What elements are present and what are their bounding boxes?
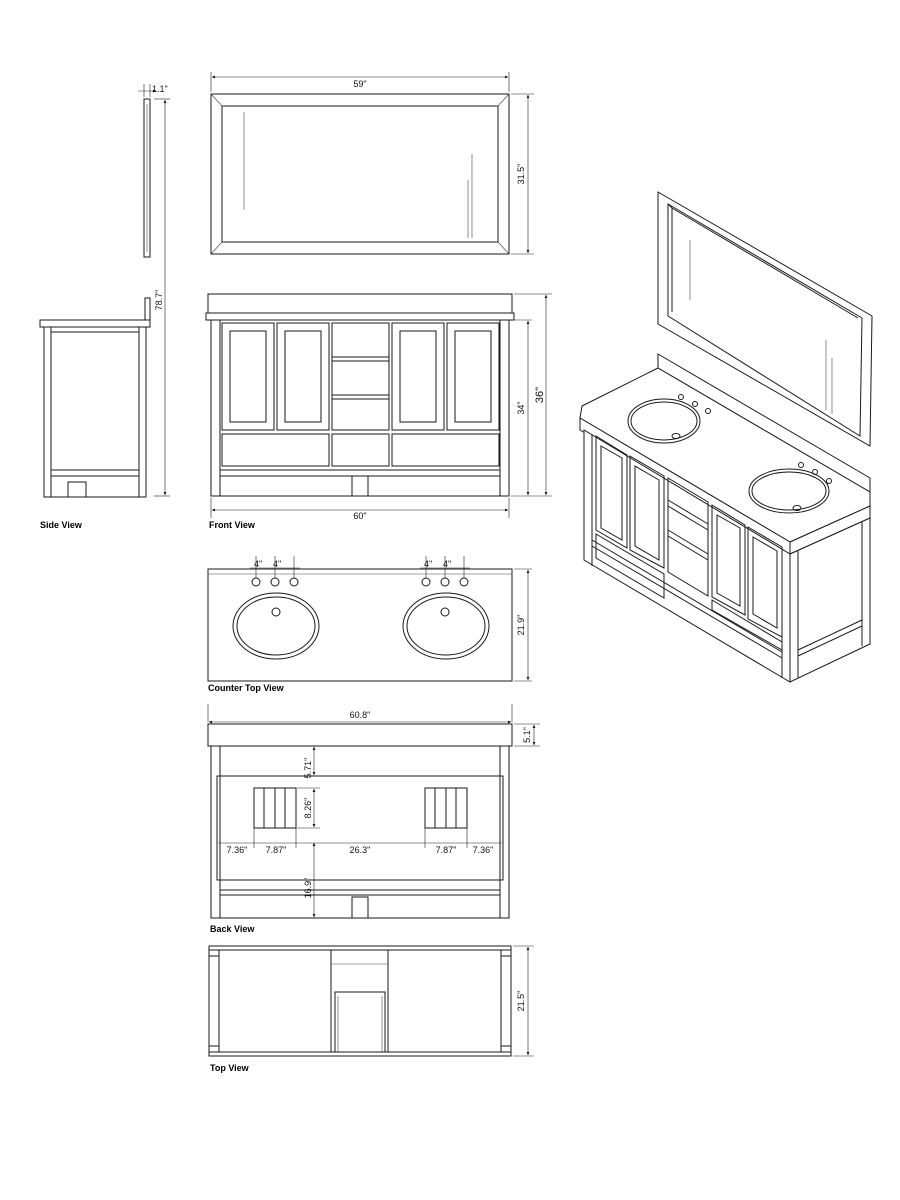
vanity-width-label: 60" — [353, 511, 366, 521]
cabinet-depth-label: 21.5" — [516, 991, 526, 1012]
front-view-label: Front View — [209, 520, 256, 530]
back-opening-left-label: 7.87" — [266, 845, 287, 855]
mirror-height-label: 31.5" — [516, 164, 526, 185]
top-view-label: Top View — [210, 1063, 250, 1073]
mirror-front-view: 59" 31.5" — [210, 72, 534, 255]
total-height-label: 78.7" — [154, 290, 164, 311]
faucet-spacing-1: 4" — [254, 559, 262, 569]
mirror-width-label: 59" — [353, 79, 366, 89]
back-side-left-label: 7.36" — [227, 845, 248, 855]
side-view-label: Side View — [40, 520, 83, 530]
vanity-isometric-view — [579, 191, 873, 683]
vanity-back-view: 60.8" 5.1" 5.71" 8.26" 16.9" 7.36" 7.87"… — [207, 704, 540, 919]
vanity-top-view: 21.5" — [208, 945, 534, 1057]
back-bottom-offset-label: 16.9" — [303, 878, 313, 899]
mirror-side-view: 1.1" 78.7" — [138, 84, 170, 497]
counter-top-view: 4" 4" 4" 4" 21.9" — [207, 556, 532, 682]
faucet-spacing-4: 4" — [443, 559, 451, 569]
back-opening-height-label: 8.26" — [303, 798, 313, 819]
faucet-spacing-2: 4" — [273, 559, 281, 569]
mirror-depth-label: 1.1" — [152, 84, 168, 94]
splash-height-label: 5.1" — [522, 727, 532, 743]
back-side-right-label: 7.36" — [473, 845, 494, 855]
faucet-spacing-3: 4" — [424, 559, 432, 569]
back-opening-right-label: 7.87" — [436, 845, 457, 855]
top-width-label: 60.8" — [350, 710, 371, 720]
vanity-front-view: 60" 34" 36" — [205, 293, 552, 521]
counter-view-label: Counter Top View — [208, 683, 285, 693]
cabinet-height-label: 34" — [516, 401, 526, 414]
counter-depth-label: 21.9" — [516, 615, 526, 636]
vanity-height-label: 36" — [534, 387, 546, 403]
back-top-offset-label: 5.71" — [303, 758, 313, 779]
back-view-label: Back View — [210, 924, 255, 934]
back-center-label: 26.3" — [350, 845, 371, 855]
vanity-side-view — [39, 297, 151, 498]
